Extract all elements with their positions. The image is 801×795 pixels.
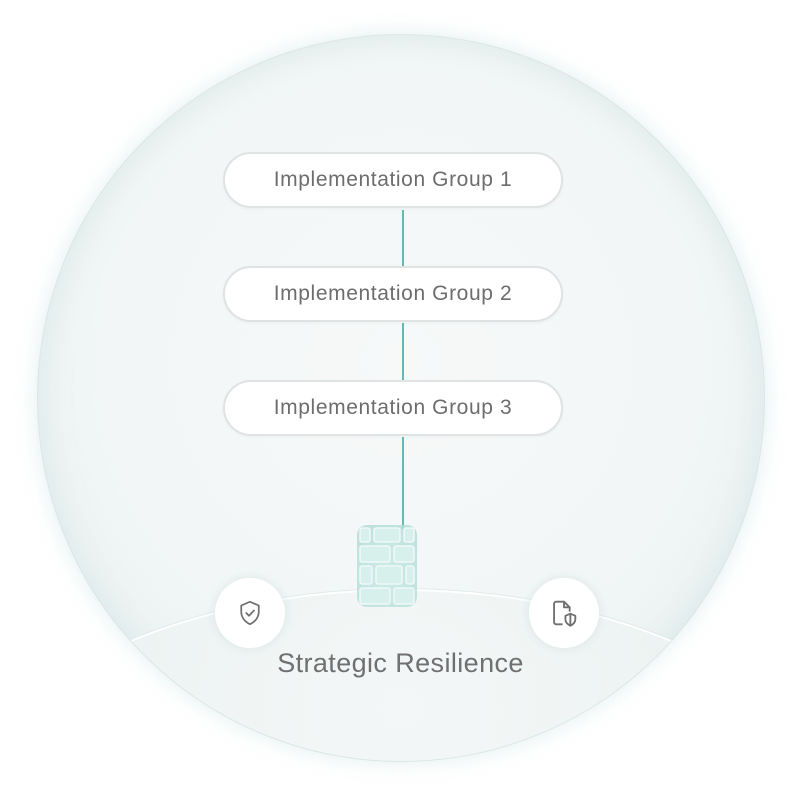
implementation-group-1: Implementation Group 1 [223, 152, 563, 208]
connector-line-1-2 [402, 210, 404, 268]
connector-line-3-firewall [402, 437, 404, 529]
document-shield-icon [553, 600, 577, 627]
document-shield-badge [529, 578, 599, 648]
group-label: Implementation Group 2 [273, 282, 513, 305]
firewall-brick-icon [356, 524, 418, 608]
shield-check-icon [240, 600, 260, 626]
connector-line-2-3 [402, 323, 404, 382]
group-label: Implementation Group 1 [273, 168, 513, 191]
foundation-label: Strategic Resilience [277, 648, 524, 678]
group-label: Implementation Group 3 [273, 396, 513, 419]
shield-check-badge [215, 578, 285, 648]
sphere-rim [37, 34, 765, 762]
implementation-group-3: Implementation Group 3 [223, 380, 563, 436]
implementation-group-2: Implementation Group 2 [223, 266, 563, 322]
